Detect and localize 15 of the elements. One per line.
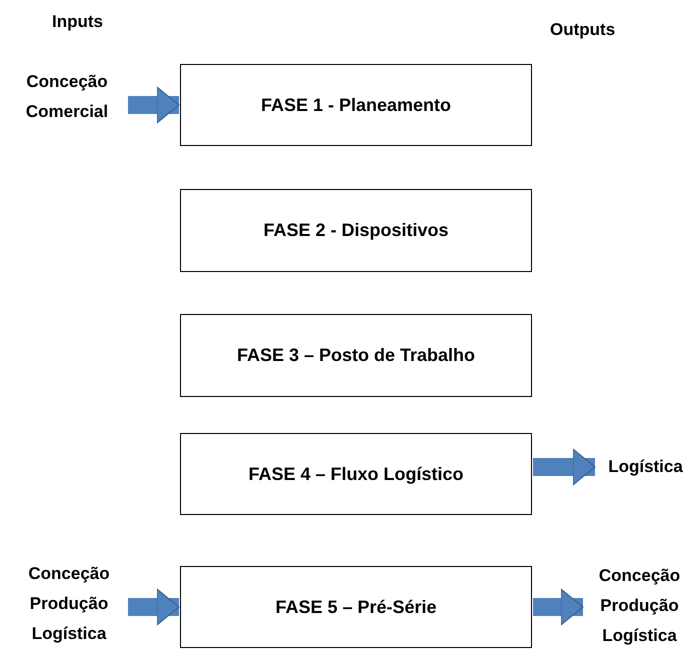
input-output-text: Conceção Produção Logística	[584, 558, 695, 654]
column-heading: Inputs	[52, 12, 103, 32]
block-arrow	[533, 588, 584, 626]
block-arrow	[128, 86, 180, 124]
phase-box: FASE 5 – Pré-Série	[180, 566, 532, 648]
block-arrow	[128, 588, 180, 626]
input-output-text: Conceção Produção Logística	[10, 556, 128, 652]
input-output-text: Logística	[596, 450, 695, 484]
column-heading: Outputs	[550, 20, 616, 40]
phase-box: FASE 2 - Dispositivos	[180, 189, 532, 272]
phase-box: FASE 4 – Fluxo Logístico	[180, 433, 532, 515]
phase-box: FASE 1 - Planeamento	[180, 64, 532, 146]
input-output-text: Conceção Comercial	[8, 66, 126, 128]
block-arrow	[533, 448, 596, 486]
phase-box: FASE 3 – Posto de Trabalho	[180, 314, 532, 397]
